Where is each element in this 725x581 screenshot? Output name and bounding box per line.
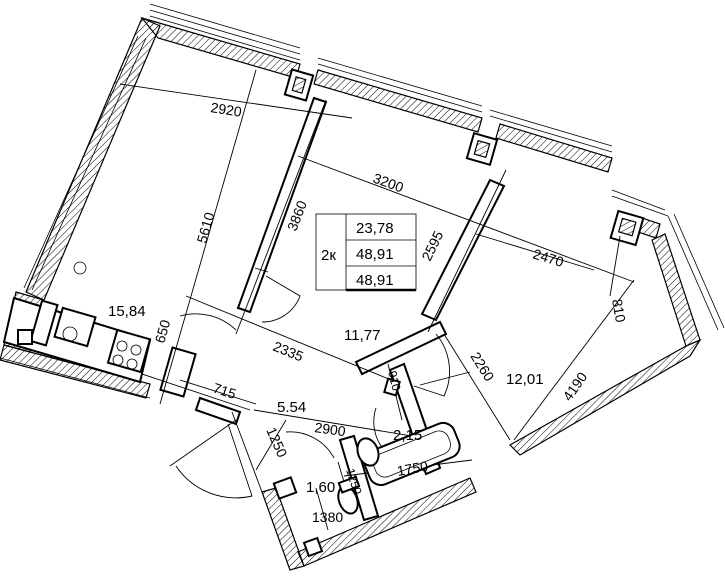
- exterior-wall-top-3: [495, 123, 613, 173]
- dim-2595: 2595: [418, 228, 446, 263]
- column-hatch-1: [291, 76, 307, 94]
- bathtub: [363, 421, 461, 487]
- bath-area: 2,15: [393, 427, 422, 444]
- door-kitchen: [179, 313, 237, 331]
- drain-symbol: [73, 261, 87, 275]
- exterior-wall-bottom-right: [509, 338, 702, 456]
- kitchen-area: 11,77: [344, 327, 380, 344]
- dim-5610: 5610: [194, 210, 218, 245]
- total-area-value-2: 48,91: [356, 272, 394, 289]
- kitchen-sink: [53, 306, 97, 348]
- shaft-3: [383, 377, 401, 397]
- columns: [159, 68, 645, 398]
- exterior-wall-top-1: [140, 16, 301, 79]
- dim-650: 650: [152, 318, 174, 345]
- dim-2900: 2900: [314, 419, 347, 439]
- dim-715: 715: [211, 380, 238, 403]
- living-area-value: 23,78: [356, 220, 394, 237]
- dim-4190: 4190: [559, 369, 590, 404]
- room2-area: 12,01: [506, 371, 544, 388]
- partition-kitchen-bottom: [354, 320, 448, 376]
- exterior-wall-top-2: [313, 69, 483, 133]
- exterior-wall-left: [25, 17, 161, 301]
- exterior-wall-bottom-left: [0, 344, 151, 399]
- dim-810: 810: [609, 298, 629, 324]
- shaft-1: [272, 476, 298, 500]
- partition-hall-left: [194, 396, 242, 426]
- dim-2470: 2470: [531, 246, 566, 270]
- washbasin: [356, 437, 380, 467]
- exterior-wall-bath-left: [261, 487, 305, 571]
- rooms-count-label: 2к: [321, 247, 336, 264]
- kitchen-cabinet: [29, 299, 59, 347]
- door-room1: [261, 275, 301, 323]
- dim-2920: 2920: [210, 99, 243, 120]
- dim-1750: 1750: [396, 458, 430, 479]
- room-labels: 15,84 12,01 11,77 5.54 2,15 1,60: [108, 303, 544, 496]
- dim-3200: 3200: [371, 170, 406, 196]
- partition-room1-kitchen: [236, 96, 328, 314]
- dim-1250: 1250: [263, 425, 290, 460]
- exterior-wall-right: [651, 233, 701, 347]
- dim-910: 910: [385, 369, 404, 392]
- fixtures: [2, 261, 461, 558]
- dimension-labels: 2920 5610 3860 3200 2595 2470 810 4190 2…: [152, 99, 629, 525]
- room1-area: 15,84: [108, 303, 146, 320]
- column-hatch-2: [473, 139, 491, 159]
- dim-2335: 2335: [271, 338, 306, 365]
- shaft-2: [302, 536, 324, 558]
- interior-walls: [169, 96, 506, 522]
- wc-area: 1,60: [306, 479, 335, 496]
- hall-area: 5.54: [277, 399, 306, 416]
- door-wc: [285, 431, 335, 459]
- door-room2: [413, 333, 450, 397]
- door-entrance: [175, 423, 253, 499]
- area-summary-table: 2к 23,78 48,91 48,91: [315, 213, 417, 292]
- shaft-4: [17, 329, 33, 345]
- dim-1380: 1380: [312, 509, 343, 525]
- column-bottom-kitchen: [159, 346, 197, 398]
- facade-lines: [0, 3, 725, 399]
- column-hatch-3: [617, 217, 637, 237]
- partition-wc: [338, 434, 380, 522]
- total-area-value: 48,91: [356, 246, 394, 263]
- kitchen-stove: [106, 328, 152, 374]
